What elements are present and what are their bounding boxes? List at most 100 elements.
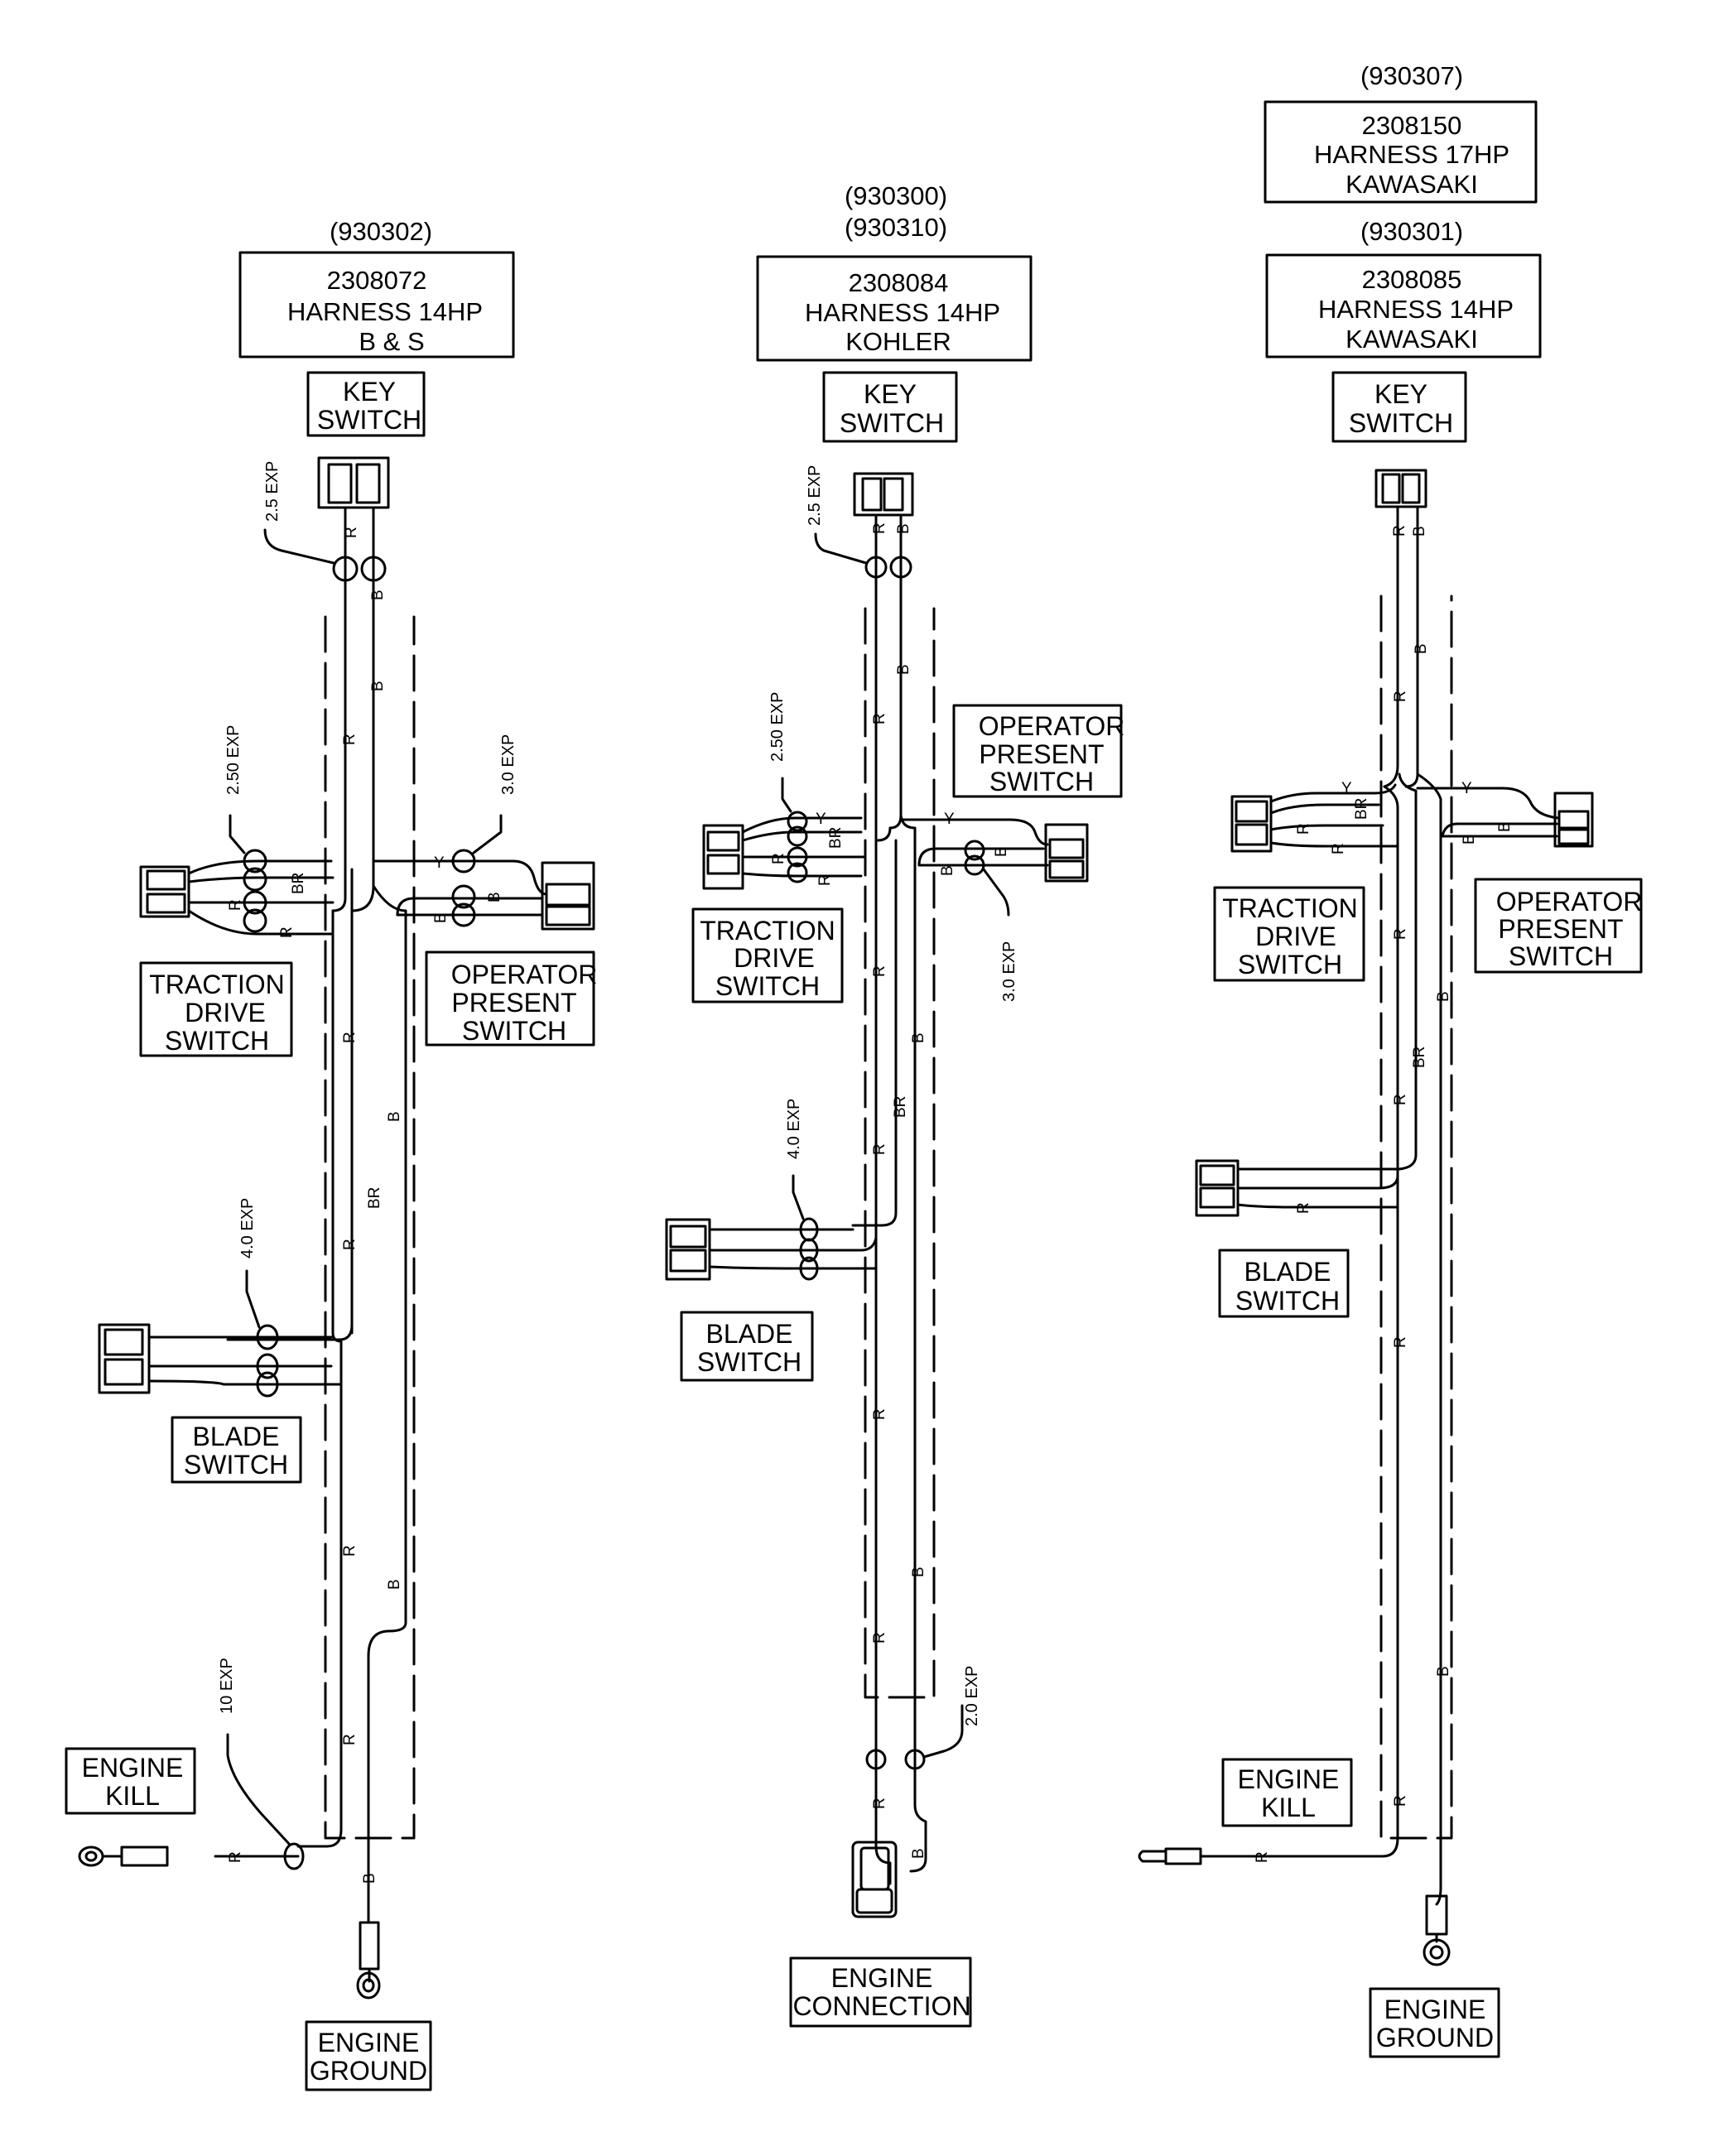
operator-present-label-box [952, 704, 1123, 798]
key-switch-label: SWITCH [317, 405, 421, 435]
wire-code: B [486, 892, 503, 902]
engine-connector [851, 1841, 898, 1918]
brown-wire [851, 839, 898, 1227]
part-number: 2308072 [327, 266, 427, 295]
blade-switch-connector [98, 1323, 151, 1394]
operator-present-label: OPERATOR [1496, 887, 1643, 917]
brown-wire [876, 826, 892, 842]
red-wire [296, 909, 343, 1848]
red-wire [1236, 1203, 1399, 1209]
exp-label: 2.50 EXP [224, 724, 243, 795]
wire-code: R [871, 1632, 888, 1643]
engine-brand: B & S [359, 327, 424, 356]
part-number: 2308084 [849, 268, 949, 297]
blade-switch-label-box [680, 1311, 814, 1382]
model-code: (930300) [845, 181, 947, 210]
wire-code: R [871, 713, 888, 724]
wire-code-labels: R B B R Y BR R R B B R B BR R R B R R B [227, 527, 503, 1884]
harness-title-box [756, 255, 1033, 362]
black-wire [1416, 772, 1442, 1906]
traction-drive-label-box [139, 961, 293, 1057]
key-switch-connector [317, 456, 390, 509]
wire-code: R [871, 1143, 888, 1155]
harness-kawasaki: (930307) 2308150 HARNESS 17HP KAWASAKI (… [1138, 61, 1643, 2058]
engine-ground-label-box [1369, 1987, 1500, 2058]
ring-terminal [78, 1846, 104, 1867]
exp-label: 3.0 EXP [499, 734, 518, 795]
harness-title-box [238, 251, 515, 359]
exp-label: 4.0 EXP [238, 1198, 257, 1258]
black-wire [1441, 822, 1558, 838]
traction-drive-label-box [691, 907, 844, 1003]
wire-code: BR [1411, 1047, 1428, 1068]
key-switch-label-box [306, 371, 426, 437]
exp-label: 2.5 EXP [263, 461, 282, 522]
operator-present-label: SWITCH [1509, 941, 1613, 971]
red-wire [741, 872, 863, 878]
exp-leader [263, 528, 335, 565]
engine-connection-label: CONNECTION [792, 1991, 970, 2021]
engine-ground-terminal [1425, 1894, 1448, 1936]
wire-code: R [871, 1797, 888, 1809]
black-wire [396, 897, 544, 917]
wire-code: R [341, 1239, 359, 1250]
wire-code: B [1411, 526, 1428, 537]
blade-switch-label-box [171, 1416, 302, 1484]
model-code: (930310) [845, 213, 947, 242]
wire-code: B [361, 1873, 378, 1884]
exp-leader [922, 1704, 964, 1759]
operator-present-label: PRESENT [979, 739, 1104, 769]
yellow-wire [741, 816, 863, 834]
red-wire [874, 1215, 892, 1885]
wire-code: R [341, 734, 359, 745]
wire-code: B [993, 846, 1010, 857]
wire-code: R [1392, 691, 1409, 702]
key-switch-label: KEY [343, 377, 396, 407]
wire-code: R [1392, 1795, 1409, 1807]
yellow-wire [372, 859, 548, 896]
wire-code: B [895, 523, 912, 534]
blade-switch-label: SWITCH [1235, 1286, 1340, 1316]
key-switch-connector [853, 472, 914, 517]
wire-code: BR [827, 827, 845, 849]
exp-label: 3.0 EXP [1000, 941, 1018, 1002]
wire-code: R [1254, 1851, 1271, 1863]
engine-kill-terminal [1138, 1847, 1202, 1865]
engine-ground-label: GROUND [1376, 2023, 1494, 2053]
brown-wire [741, 830, 863, 842]
blade-switch-label: SWITCH [697, 1347, 802, 1377]
key-switch-connector [1374, 469, 1427, 508]
operator-present-label: PRESENT [1498, 914, 1623, 944]
wire-code: R [341, 1032, 359, 1043]
engine-kill-label-box [1221, 1758, 1353, 1827]
brown-wire [187, 876, 335, 883]
wire-code: BR [366, 1187, 383, 1209]
wire-code: R [341, 1545, 359, 1557]
red-wire [1269, 824, 1384, 831]
wire-code: B [369, 590, 387, 600]
model-code: (930302) [330, 217, 432, 246]
harness-name: HARNESS 14HP [805, 298, 1000, 327]
exp-label: 4.0 EXP [785, 1099, 803, 1159]
engine-kill-label: ENGINE [1238, 1764, 1340, 1794]
operator-present-label: SWITCH [989, 767, 1094, 796]
engine-ground-label-box [305, 2020, 432, 2091]
operator-present-label-box [425, 950, 595, 1047]
wire-code: B [939, 865, 956, 876]
wire-code: R [770, 853, 787, 864]
traction-drive-connector [139, 865, 190, 918]
blade-switch-connector [1195, 1159, 1240, 1217]
ring-terminal [356, 1971, 381, 2000]
operator-present-label: OPERATOR [451, 960, 598, 989]
black-wire [899, 814, 927, 1873]
traction-drive-label: DRIVE [1255, 922, 1336, 951]
engine-kill-label: KILL [105, 1781, 160, 1811]
wire-code: R [278, 926, 296, 938]
harness-title-box-14hp [1265, 253, 1542, 359]
wire-code: B [1413, 643, 1430, 654]
key-switch-label-box [822, 371, 958, 443]
engine-brand: KOHLER [845, 327, 951, 356]
operator-present-label: PRESENT [451, 988, 576, 1018]
blade-switch-label: BLADE [193, 1422, 280, 1451]
exp-label: 10 EXP [218, 1658, 236, 1714]
